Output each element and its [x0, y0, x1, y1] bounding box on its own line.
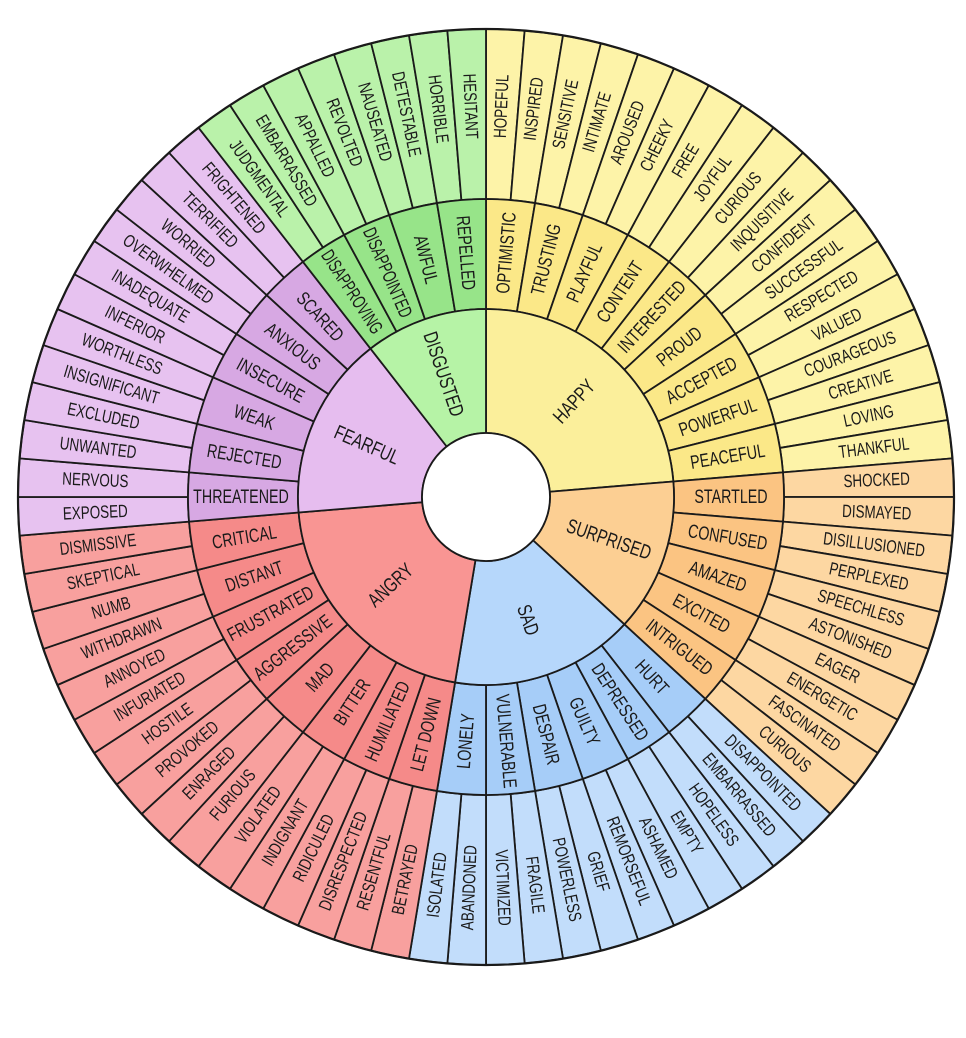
outer-label-hopeful: HOPEFUL	[491, 74, 513, 138]
outer-label-exposed: EXPOSED	[62, 502, 128, 524]
middle-label-lonely: LONELY	[453, 713, 479, 770]
middle-label-startled: STARTLED	[694, 486, 767, 507]
outer-label-dismayed: DISMAYED	[842, 502, 912, 524]
outer-label-shocked: SHOCKED	[843, 470, 910, 492]
outer-label-victimized: VICTIMIZED	[491, 849, 513, 926]
outer-label-hesitant: HESITANT	[459, 73, 481, 139]
wheel-segments	[16, 27, 956, 967]
outer-rim	[16, 27, 956, 967]
outer-label-nervous: NERVOUS	[62, 470, 129, 492]
center-hole	[421, 432, 551, 562]
middle-label-threatened: THREATENED	[193, 486, 289, 507]
outer-label-abandoned: ABANDONED	[458, 845, 481, 931]
